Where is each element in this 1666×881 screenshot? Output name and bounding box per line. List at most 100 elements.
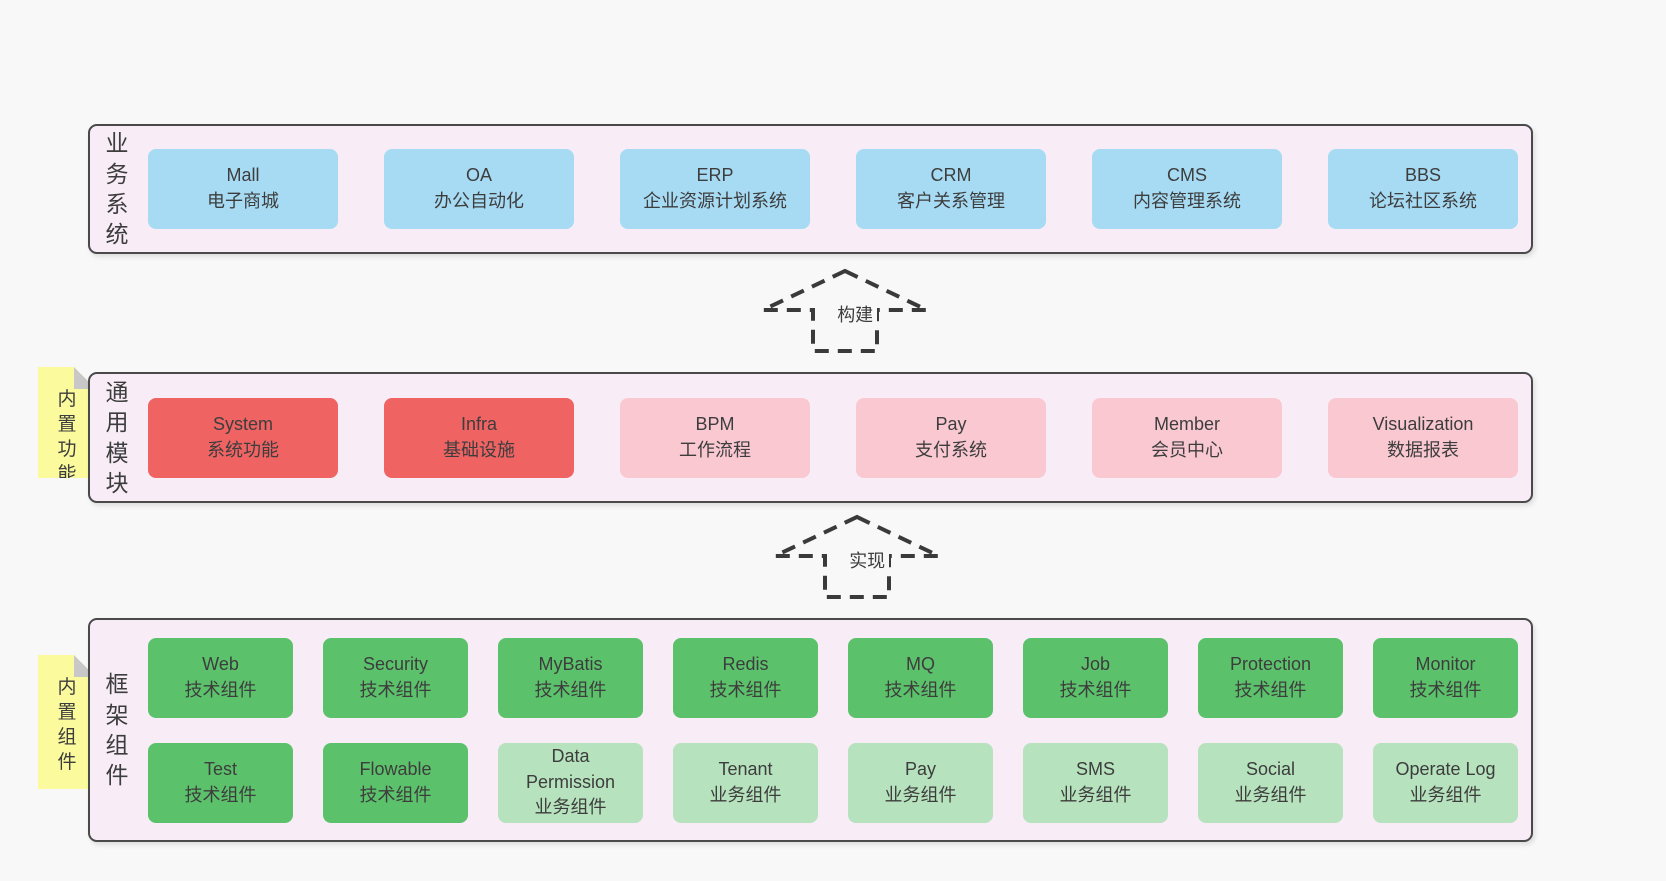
- box-flowable: Flowable 技术组件: [323, 742, 468, 823]
- arrow-label: 实现: [845, 546, 890, 575]
- box-title: Visualization: [1372, 413, 1474, 434]
- layer-boxes: System 系统功能 Infra 基础设施 BPM 工作流程 Pay 支付系统 Member 会…: [148, 397, 1518, 478]
- box-title: Tenant: [718, 758, 773, 779]
- box-subtitle: 数据报表: [1387, 439, 1459, 460]
- layer-label: 框架组件: [105, 671, 129, 789]
- box-mq: MQ 技术组件: [848, 637, 993, 718]
- box-subtitle: 工作流程: [679, 439, 751, 460]
- box-visualization: Visualization 数据报表: [1328, 397, 1518, 478]
- box-title: CMS: [1167, 165, 1207, 186]
- up-arrow-icon: [774, 514, 940, 599]
- box-title: Member: [1153, 413, 1220, 434]
- box-title: BPM: [695, 413, 735, 434]
- box-subtitle: 技术组件: [534, 679, 607, 700]
- box-subtitle: 业务组件: [1409, 784, 1482, 805]
- box-test: Test 技术组件: [148, 742, 293, 823]
- box-title: SMS: [1075, 758, 1115, 779]
- box-subtitle: 业务组件: [534, 797, 607, 818]
- box-monitor: Monitor 技术组件: [1373, 637, 1518, 718]
- box-title: MQ: [906, 653, 935, 674]
- up-arrow-icon: [762, 268, 928, 353]
- box-redis: Redis 技术组件: [673, 637, 818, 718]
- box-infra: Infra 基础设施: [384, 397, 574, 478]
- box-pay: Pay 支付系统: [856, 397, 1046, 478]
- box-subtitle: 电子商城: [207, 191, 279, 211]
- box-title: System: [212, 413, 273, 434]
- box-subtitle: 支付系统: [915, 439, 987, 460]
- box-title: Security: [362, 653, 429, 674]
- box-member: Member 会员中心: [1092, 397, 1282, 478]
- box-subtitle: 技术组件: [884, 679, 957, 700]
- box-title: Monitor: [1415, 653, 1476, 674]
- box-sms: SMS 业务组件: [1023, 742, 1168, 823]
- box-subtitle: 技术组件: [1234, 679, 1307, 700]
- box-title: Pay: [935, 413, 967, 434]
- box-title: Pay: [904, 758, 937, 779]
- build-arrow: 构建: [760, 268, 930, 354]
- box-subtitle: 技术组件: [1409, 679, 1482, 700]
- box-web: Web 技术组件: [148, 637, 293, 718]
- box-title: BBS: [1404, 165, 1442, 186]
- box-subtitle: 技术组件: [359, 784, 432, 805]
- box-erp: ERP 企业资源计划系统: [620, 149, 810, 229]
- box-subtitle: 业务组件: [884, 784, 957, 805]
- box-data-permission: Data Permission 业务组件: [498, 742, 643, 823]
- box-title: Protection: [1229, 653, 1312, 674]
- box-bbs: BBS 论坛社区系统: [1328, 149, 1518, 229]
- box-title: Mall: [226, 165, 260, 186]
- box-title: Operate Log: [1395, 758, 1496, 779]
- box-subtitle: 技术组件: [184, 679, 257, 700]
- layer-label: 业务系统: [105, 130, 129, 248]
- box-subtitle: 技术组件: [359, 679, 432, 700]
- implement-arrow: 实现: [772, 514, 942, 600]
- box-title: Flowable: [359, 758, 432, 779]
- box-title: Data Permission: [525, 746, 616, 792]
- box-oa: OA 办公自动化: [384, 149, 574, 229]
- box-system: System 系统功能: [148, 397, 338, 478]
- box-title: Web: [202, 653, 239, 674]
- box-operate-log: Operate Log 业务组件: [1373, 742, 1518, 823]
- box-title: Job: [1080, 653, 1111, 674]
- box-subtitle: 论坛社区系统: [1369, 191, 1477, 211]
- box-subtitle: 内容管理系统: [1133, 191, 1241, 211]
- box-mall: Mall 电子商城: [148, 149, 338, 229]
- box-pay: Pay 业务组件: [848, 742, 993, 823]
- box-subtitle: 业务组件: [1059, 784, 1132, 805]
- box-row: System 系统功能 Infra 基础设施 BPM 工作流程 Pay 支付系统 Member 会…: [148, 397, 1518, 478]
- sticky-note-label: 内置功能: [57, 389, 77, 486]
- sticky-note-built-in-components: 内置组件: [38, 655, 96, 789]
- box-security: Security 技术组件: [323, 637, 468, 718]
- box-subtitle: 业务组件: [709, 784, 782, 805]
- box-tenant: Tenant 业务组件: [673, 742, 818, 823]
- box-subtitle: 基础设施: [443, 439, 515, 460]
- box-title: Infra: [460, 413, 498, 434]
- box-bpm: BPM 工作流程: [620, 397, 810, 478]
- box-protection: Protection 技术组件: [1198, 637, 1343, 718]
- box-title: MyBatis: [538, 653, 603, 674]
- box-title: CRM: [930, 165, 972, 186]
- box-subtitle: 会员中心: [1151, 439, 1223, 460]
- box-subtitle: 业务组件: [1234, 784, 1307, 805]
- box-title: OA: [465, 165, 492, 186]
- box-subtitle: 系统功能: [207, 439, 279, 460]
- box-subtitle: 技术组件: [709, 679, 782, 700]
- box-subtitle: 企业资源计划系统: [643, 191, 787, 211]
- box-subtitle: 技术组件: [1059, 679, 1132, 700]
- box-subtitle: 办公自动化: [434, 191, 524, 211]
- arrow-label: 构建: [833, 300, 878, 329]
- box-title: ERP: [696, 165, 734, 186]
- box-title: Test: [203, 758, 237, 779]
- box-title: Redis: [722, 653, 769, 674]
- box-subtitle: 技术组件: [184, 784, 257, 805]
- box-mybatis: MyBatis 技术组件: [498, 637, 643, 718]
